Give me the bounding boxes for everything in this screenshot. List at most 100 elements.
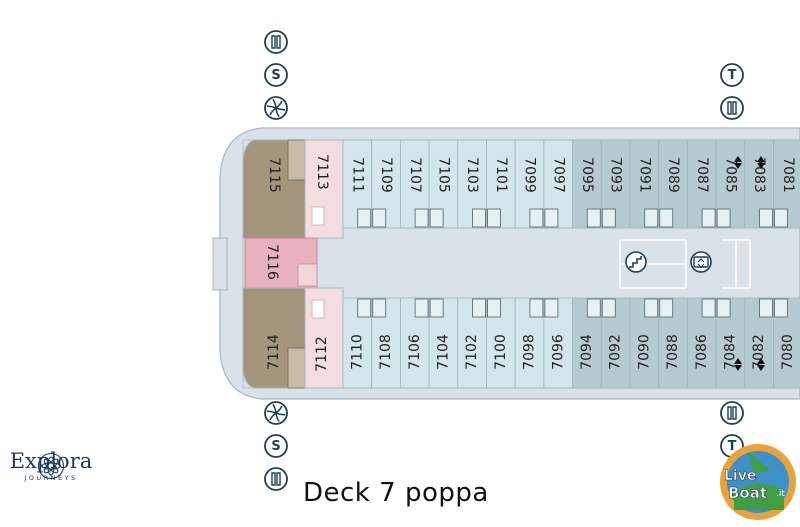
cabin-bath-7099 — [529, 208, 544, 228]
icon-letter: S — [271, 68, 280, 83]
safety-icons: S S T T — [264, 30, 744, 491]
icon-ring — [264, 434, 288, 458]
cabin-label-7084: 7084 — [722, 334, 738, 370]
s-icon: S — [264, 434, 288, 458]
cabin-bath-7104 — [429, 298, 444, 318]
cabin-bath-7091 — [644, 208, 659, 228]
icon-glyph — [271, 472, 281, 486]
cabin-label-7109: 7109 — [378, 157, 394, 193]
cabin-label-7080: 7080 — [780, 334, 796, 370]
cabin-bath-7085 — [716, 208, 731, 228]
cabin-label-7114: 7114 — [266, 334, 282, 370]
brand-name: Explora — [9, 449, 93, 473]
cabin-label-7110: 7110 — [349, 334, 365, 370]
icon-ring — [264, 63, 288, 87]
cabin-label-7086: 7086 — [694, 334, 710, 370]
suite-top-pink-bath — [311, 206, 325, 226]
cabin-label-7101: 7101 — [493, 157, 509, 193]
cabin-bath-7108 — [372, 298, 387, 318]
cabin-bath-7094 — [586, 298, 601, 318]
cabin-label-7104: 7104 — [435, 334, 451, 370]
cabin-bath-7092 — [601, 298, 616, 318]
cabin-bath-7107 — [414, 208, 429, 228]
cabin-label-7107: 7107 — [407, 157, 423, 193]
cabin-label-7100: 7100 — [493, 334, 509, 370]
cabin-label-7111: 7111 — [349, 157, 365, 193]
accessible-marker — [757, 358, 765, 364]
cabin-label-7115: 7115 — [266, 157, 282, 193]
cabin-bath-7089 — [659, 208, 674, 228]
elevator-outline — [722, 239, 751, 289]
suite-bottom-end-bath — [287, 347, 306, 389]
cabin-label-7112: 7112 — [314, 336, 330, 372]
swirl-icon — [264, 401, 288, 425]
swirl-icon — [264, 96, 288, 120]
icon-letter: T — [728, 439, 737, 454]
cabin-bath-7087 — [701, 208, 716, 228]
cabin-label-7090: 7090 — [636, 334, 652, 370]
cabin-bath-7101 — [487, 208, 501, 228]
cabin-bath-7093 — [601, 208, 616, 228]
cabin-bath-7088 — [659, 298, 674, 318]
icon-glyph — [727, 101, 737, 115]
cabin-label-7085: 7085 — [722, 157, 738, 193]
watermark-line1: Live — [724, 468, 756, 484]
cabin-label-7106: 7106 — [407, 334, 423, 370]
accessible-marker — [734, 163, 742, 169]
stair-outline — [619, 239, 687, 289]
cabin-label-7097: 7097 — [550, 157, 566, 193]
brand-logo-mark — [37, 452, 65, 480]
cabin-label-7103: 7103 — [464, 157, 480, 193]
lifejacket-icon — [720, 401, 744, 425]
cabin-label-7108: 7108 — [378, 334, 394, 370]
stairs-icon — [625, 251, 647, 273]
accessible-marker — [734, 365, 742, 371]
cabin-label-7116: 7116 — [264, 244, 280, 280]
suite-mid-end-bath — [297, 263, 318, 287]
cabin-label-7113: 7113 — [314, 154, 330, 190]
lifejacket-icon — [264, 467, 288, 491]
cabin-label-7088: 7088 — [665, 334, 681, 370]
cabin-bath-7084 — [716, 298, 731, 318]
icon-ring — [264, 30, 288, 54]
liveboat-watermark: Live Boat .it — [720, 444, 796, 520]
t-icon: T — [720, 63, 744, 87]
icon-ring — [720, 63, 744, 87]
cabin-label-7082: 7082 — [751, 334, 767, 370]
cabin-label-7092: 7092 — [608, 334, 624, 370]
cabin-label-7098: 7098 — [522, 334, 538, 370]
icon-glyph — [727, 406, 737, 420]
cabin-label-7093: 7093 — [608, 157, 624, 193]
cabin-bath-7105 — [429, 208, 444, 228]
icon-ring — [264, 467, 288, 491]
cabin-bath-7080 — [774, 298, 788, 318]
cabin-bath-7109 — [372, 208, 387, 228]
suite-top-end-bath — [287, 139, 306, 181]
icon-letter: T — [728, 68, 737, 83]
cabin-label-7083: 7083 — [751, 157, 767, 193]
cabin-label-7094: 7094 — [579, 334, 595, 370]
cabin-label-7102: 7102 — [464, 334, 480, 370]
cabin-bath-7081 — [774, 208, 788, 228]
cabin-bath-7110 — [357, 298, 372, 318]
cabin-label-7091: 7091 — [636, 157, 652, 193]
cabins: 7115 7113 7116 7114 7112 7111 7109 7107 7105 7103… — [242, 139, 800, 389]
stairs-glyph — [629, 256, 642, 268]
lifejacket-icon — [264, 30, 288, 54]
accessible-marker — [757, 156, 765, 162]
cabin-bath-7103 — [472, 208, 486, 228]
cabin-bath-7102 — [472, 298, 486, 318]
cabin-label-7105: 7105 — [435, 157, 451, 193]
cabin-label-7095: 7095 — [579, 157, 595, 193]
brand: Explora JOURNEYS — [3, 448, 99, 482]
lifejacket-icon — [720, 96, 744, 120]
central-corridor — [619, 239, 751, 289]
cabin-bath-7100 — [487, 298, 501, 318]
cabin-label-7087: 7087 — [694, 157, 710, 193]
icon-glyph — [272, 403, 277, 414]
cabin-bath-7111 — [357, 208, 372, 228]
elevator-glyph-arrows — [697, 258, 705, 268]
accessible-marker — [734, 156, 742, 162]
cabin-bath-7082 — [759, 298, 773, 318]
